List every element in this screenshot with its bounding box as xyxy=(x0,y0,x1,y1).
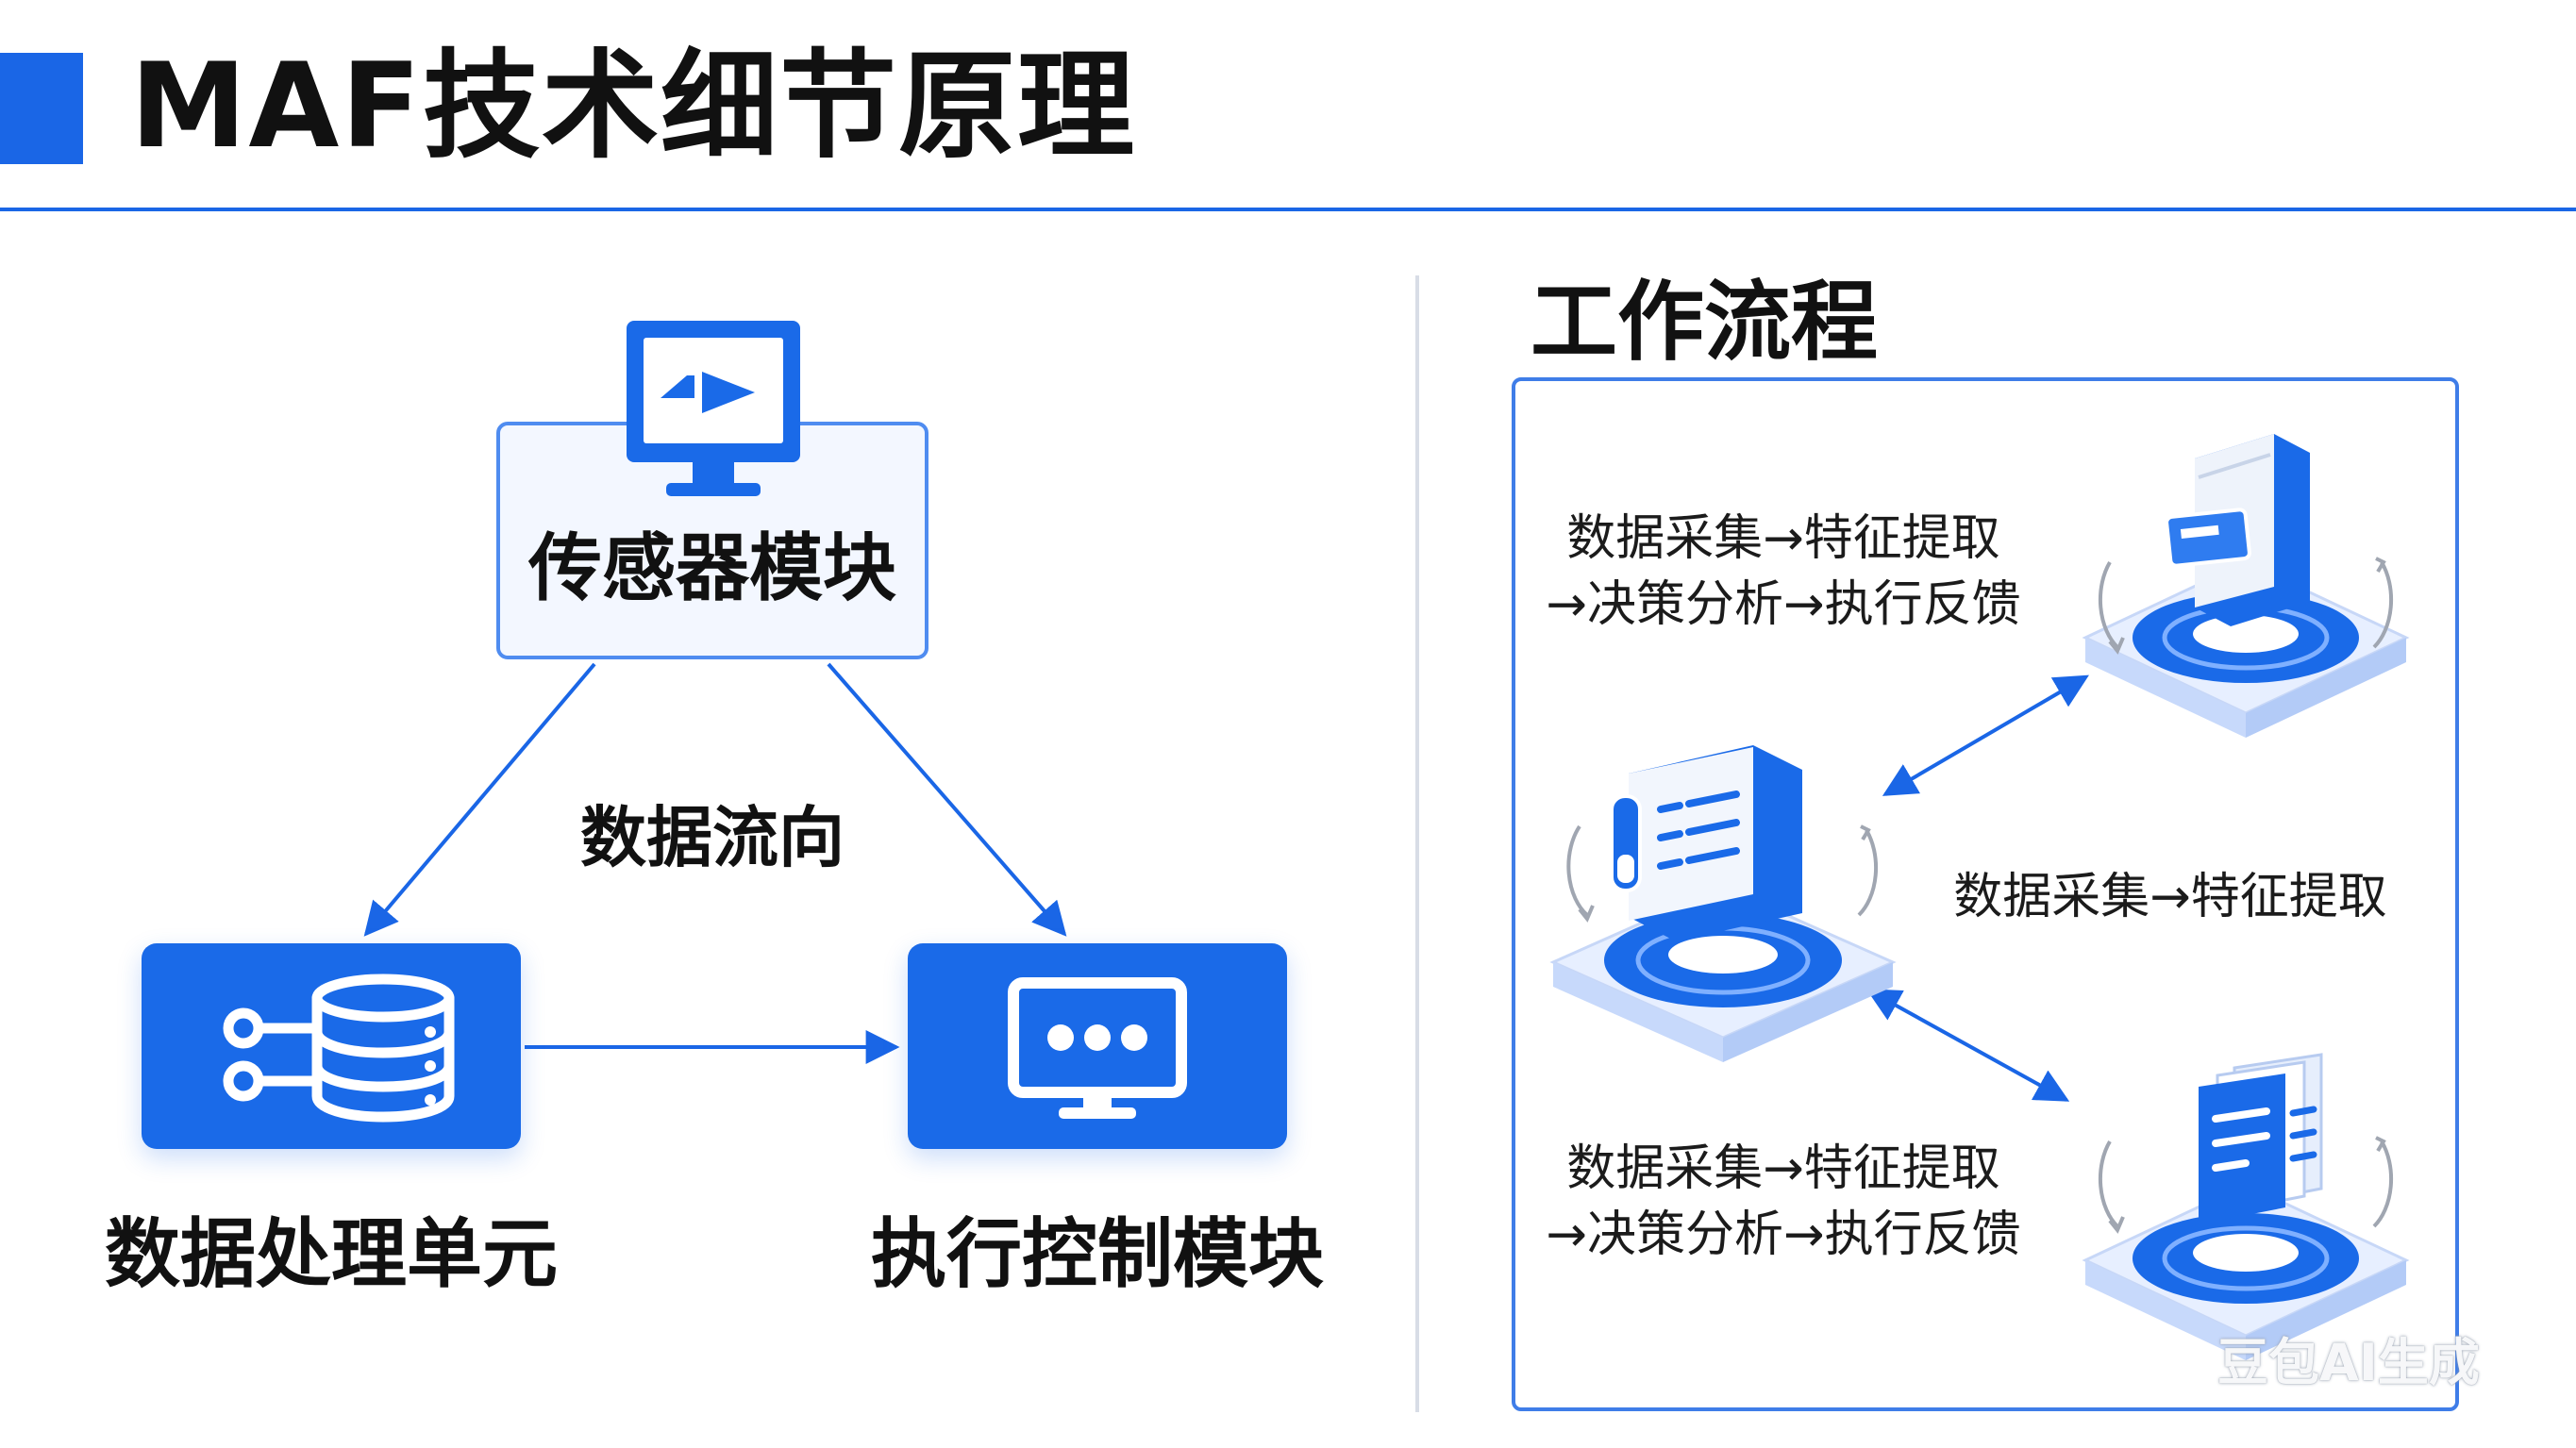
title-accent-bar xyxy=(0,53,83,164)
database-icon xyxy=(223,974,455,1123)
workflow-title: 工作流程 xyxy=(1531,272,1879,373)
cycle-arrow-icon xyxy=(1857,828,1879,917)
monitor-play-icon xyxy=(627,321,800,496)
workflow-step3-line1: 数据采集→特征提取 xyxy=(1566,1140,2000,1197)
workflow-step1-line2: →决策分析→执行反馈 xyxy=(1546,576,2021,633)
header-rule xyxy=(0,208,2576,211)
workflow-step2-text: 数据采集→特征提取 xyxy=(1915,864,2425,930)
workflow-step1-text: 数据采集→特征提取 →决策分析→执行反馈 xyxy=(1529,506,2038,638)
execution-control-label: 执行控制模块 xyxy=(871,1210,1324,1298)
vertical-divider xyxy=(1415,275,1419,1412)
sensor-to-exec-arrow xyxy=(827,662,1067,937)
node2-node3-double-arrow xyxy=(1865,989,2070,1102)
data-processing-label: 数据处理单元 xyxy=(105,1210,558,1298)
cycle-arrow-icon xyxy=(2098,560,2119,649)
server-platform-icon xyxy=(1549,745,1897,1062)
cycle-arrow-icon xyxy=(1566,824,1589,917)
sensor-to-data-arrow xyxy=(363,662,596,937)
server-platform-icon xyxy=(2082,434,2410,738)
server-platform-icon xyxy=(2082,1053,2410,1360)
page-title: MAF技术细节原理 xyxy=(130,39,1137,175)
execution-control-box xyxy=(908,943,1287,1149)
data-flow-label: 数据流向 xyxy=(580,799,845,876)
monitor-dots-icon xyxy=(1008,977,1187,1119)
cycle-arrow-icon xyxy=(2372,1140,2394,1228)
data-processing-box xyxy=(142,943,521,1149)
node1-node2-double-arrow xyxy=(1882,674,2089,796)
workflow-step2-line1: 数据采集→特征提取 xyxy=(1953,869,2387,925)
cycle-arrow-icon xyxy=(2372,560,2394,649)
workflow-step3-text: 数据采集→特征提取 →决策分析→执行反馈 xyxy=(1529,1136,2038,1268)
workflow-step3-line2: →决策分析→执行反馈 xyxy=(1546,1207,2021,1263)
sensor-module-label: 传感器模块 xyxy=(527,526,896,611)
workflow-step1-line1: 数据采集→特征提取 xyxy=(1566,510,2000,567)
cycle-arrow-icon xyxy=(2098,1140,2119,1228)
watermark: 豆包AI生成 xyxy=(2217,1333,2480,1392)
